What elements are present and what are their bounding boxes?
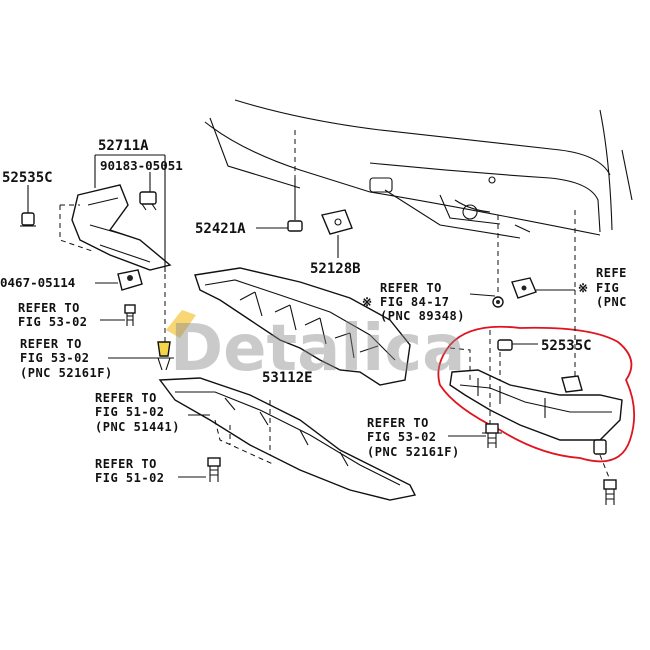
ref-line: FIG	[596, 281, 619, 295]
label-52421a: 52421A	[195, 221, 246, 237]
note-symbol: ※	[362, 295, 373, 309]
ref-line: FIG 84-17	[380, 295, 450, 309]
ref-line: REFER TO	[20, 337, 82, 351]
ref-line: REFER TO	[18, 301, 80, 315]
ref-fig53-02-top: REFER TO FIG 53-02	[18, 301, 88, 329]
ref-line: (PNC 52161F)	[367, 445, 460, 459]
label-90467: 0467-05114	[0, 275, 75, 290]
part-labels: 52711A 90183-05051 52535C 52421A 52128B …	[0, 138, 592, 386]
ref-line: (PNC	[596, 295, 627, 309]
bolt-left-upper	[124, 304, 136, 326]
ref-line: REFER TO	[95, 457, 157, 471]
label-52128b: 52128B	[310, 261, 361, 277]
bolt-left-lower	[207, 457, 221, 482]
clip-90183	[139, 191, 157, 211]
ref-fig53-02-mid: REFER TO FIG 53-02 (PNC 52161F)	[20, 337, 113, 380]
bolt-right-mid	[482, 423, 502, 448]
clip-right-upper	[511, 277, 537, 299]
ref-fig51-02-a: REFER TO FIG 51-02 (PNC 51441)	[95, 391, 180, 434]
engine-under-cover-52711a	[59, 184, 172, 271]
bumper-absorber-53112e	[194, 267, 411, 386]
ref-line: REFER TO	[95, 391, 157, 405]
ref-fig51-02-b: REFER TO FIG 51-02	[95, 457, 165, 485]
label-52535c-left: 52535C	[2, 170, 53, 186]
leader-lines	[27, 130, 611, 481]
ref-line: (PNC 89348)	[380, 309, 465, 323]
ref-line: FIG 53-02	[367, 430, 437, 444]
note-symbol: ※	[578, 281, 589, 295]
ref-line: FIG 51-02	[95, 471, 165, 485]
ref-line: REFER TO	[367, 416, 429, 430]
cap-52128b	[321, 209, 353, 235]
bumper-outline	[204, 99, 633, 239]
splash-shield-51441	[158, 377, 417, 501]
ref-fig53-02-right: REFER TO FIG 53-02 (PNC 52161F)	[367, 416, 460, 459]
ref-line: (PNC 52161F)	[20, 366, 113, 380]
label-90183: 90183-05051	[100, 158, 183, 173]
ref-line: FIG 53-02	[18, 315, 88, 329]
label-52535c-right: 52535C	[541, 338, 592, 354]
clip-52421a	[287, 220, 303, 232]
clip-push-left	[154, 341, 174, 371]
front-spoiler-highlighted	[437, 325, 636, 463]
label-52711a: 52711A	[98, 138, 149, 154]
ref-fig84-17: REFER TO ※ FIG 84-17 (PNC 89348)	[362, 281, 465, 323]
bolt-90467	[117, 269, 143, 291]
ref-line: (PNC 51441)	[95, 420, 180, 434]
ref-line: FIG 53-02	[20, 351, 90, 365]
watermark: Detalica	[166, 310, 465, 386]
label-53112e: 53112E	[262, 370, 313, 386]
ref-far-right: REFE ※ FIG (PNC	[578, 266, 627, 309]
watermark-text: Detalica	[170, 312, 465, 386]
ref-line: REFER TO	[380, 281, 442, 295]
watermark-logo-mark	[166, 310, 196, 338]
ref-line: FIG 51-02	[95, 405, 165, 419]
ref-line: REFE	[596, 266, 627, 280]
bolt-right-lower	[603, 479, 617, 505]
clip-52535c-left	[20, 212, 36, 227]
nut-89348	[492, 296, 504, 308]
